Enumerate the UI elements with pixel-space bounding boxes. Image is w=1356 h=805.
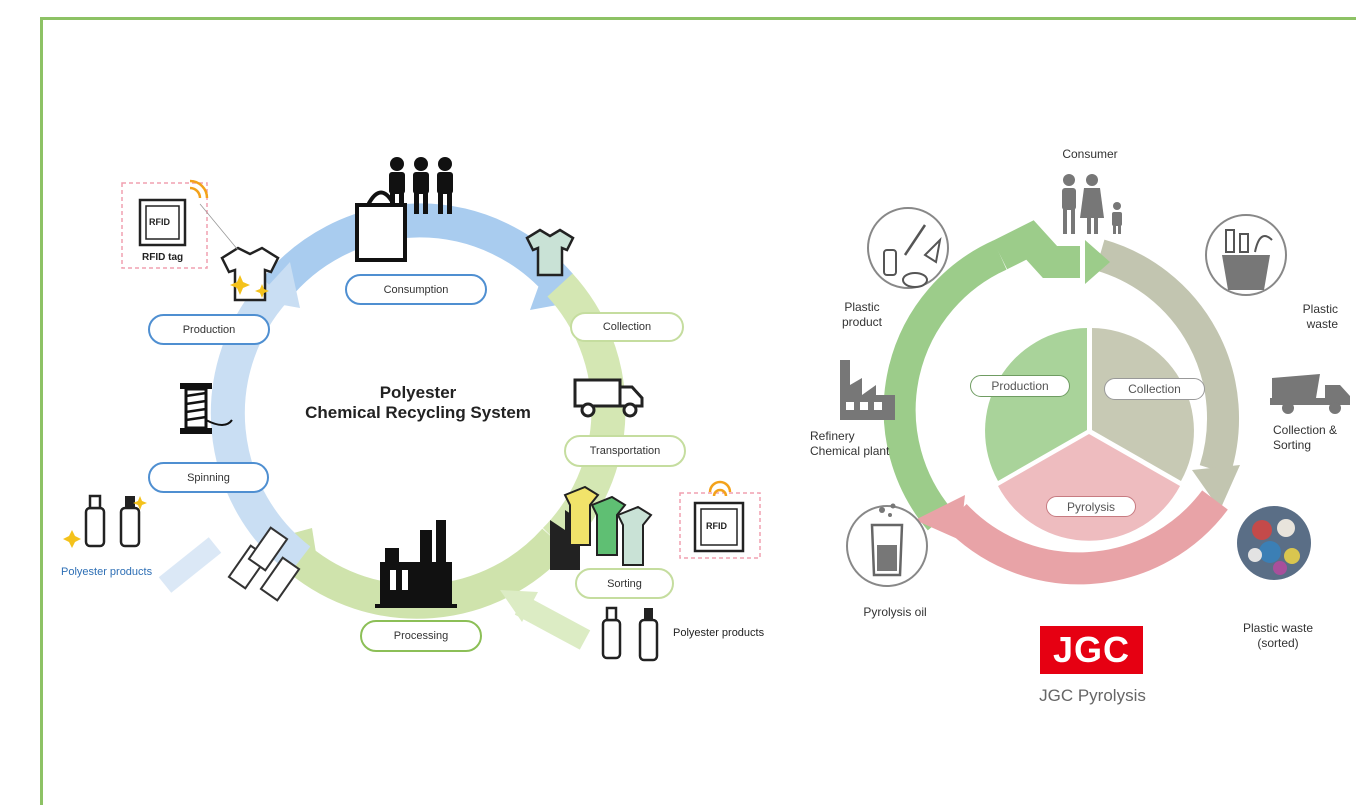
- segment-collection: Collection: [1104, 378, 1205, 400]
- stage-processing: Processing: [360, 620, 482, 652]
- rfid-chip-text-left: RFID: [149, 217, 170, 227]
- stage-consumption: Consumption: [345, 274, 487, 305]
- shopping-bag-icon: [355, 190, 407, 262]
- refinery-label: Refinery Chemical plant: [810, 429, 889, 459]
- segment-production: Production: [970, 375, 1070, 397]
- consumer-label: Consumer: [1062, 147, 1118, 161]
- refinery-label-line2: Chemical plant: [810, 444, 890, 458]
- stage-transportation: Transportation: [564, 435, 686, 467]
- dump-truck-icon: [1270, 374, 1350, 414]
- factory-processing-icon: [375, 520, 457, 608]
- plastic-product-label-line1: Plastic: [844, 300, 880, 314]
- sorting-clothes-icon: [550, 485, 653, 570]
- stage-sorting: Sorting: [575, 568, 674, 599]
- collection-sorting-label-line1: Collection &: [1273, 423, 1338, 437]
- stage-production: Production: [148, 314, 270, 345]
- truck-icon: [573, 378, 644, 418]
- plastic-waste-icon: [1205, 214, 1287, 296]
- rfid-tag-right-icon: [679, 480, 761, 559]
- people-icon: [389, 157, 453, 214]
- refinery-icon: [840, 360, 895, 420]
- plastic-waste-sorted-label-line2: (sorted): [1257, 636, 1299, 650]
- polyester-products-right-label: Polyester products: [673, 627, 765, 639]
- plastic-waste-sorted-label: Plastic waste (sorted): [1233, 621, 1323, 651]
- collection-sorting-label-line2: Sorting: [1273, 438, 1312, 452]
- plastic-waste-sorted-label-line1: Plastic waste: [1242, 621, 1314, 635]
- bottles-right-icon: [601, 606, 659, 662]
- plastic-waste-sorted-photo: [1237, 506, 1311, 580]
- jgc-pyrolysis-subtitle: JGC Pyrolysis: [1039, 686, 1146, 705]
- bottles-left-icon: [63, 494, 147, 548]
- left-title-line1: Polyester: [379, 383, 457, 402]
- polyester-products-left-label: Polyester products: [61, 566, 153, 578]
- figure-frame: [40, 17, 1356, 805]
- right-center-segments: [985, 328, 1194, 541]
- pyrolysis-oil-icon: [846, 503, 928, 587]
- right-cycle-ring: [883, 220, 1240, 585]
- refinery-label-line1: Refinery: [810, 429, 855, 443]
- left-title-line2: Chemical Recycling System: [305, 403, 531, 422]
- left-diagram-title: Polyester Chemical Recycling System: [268, 383, 568, 423]
- spool-icon: [180, 383, 233, 434]
- plastic-product-icon: [867, 207, 949, 289]
- stage-spinning: Spinning: [148, 462, 269, 493]
- rfid-chip-text-right: RFID: [706, 521, 727, 531]
- plastic-product-label-line2: product: [841, 315, 883, 329]
- plastic-waste-label-line1: Plastic: [1302, 302, 1338, 316]
- jgc-logo: JGC: [1040, 626, 1143, 674]
- consumer-family-icon: [1062, 174, 1122, 234]
- rfid-tag-left-icon: [121, 179, 239, 269]
- rfid-tag-label: RFID tag: [142, 252, 184, 263]
- pyrolysis-oil-label: Pyrolysis oil: [863, 605, 927, 619]
- tshirt-top-right-icon: [525, 228, 575, 277]
- collection-sorting-label: Collection & Sorting: [1273, 423, 1337, 453]
- stage-collection: Collection: [570, 312, 684, 342]
- segment-pyrolysis: Pyrolysis: [1046, 496, 1136, 517]
- pellets-icon: [227, 526, 301, 602]
- plastic-waste-label: Plastic waste: [1278, 302, 1338, 332]
- tshirt-production-icon: [220, 246, 280, 302]
- plastic-waste-label-line2: waste: [1306, 317, 1338, 331]
- plastic-product-label: Plastic product: [822, 300, 902, 330]
